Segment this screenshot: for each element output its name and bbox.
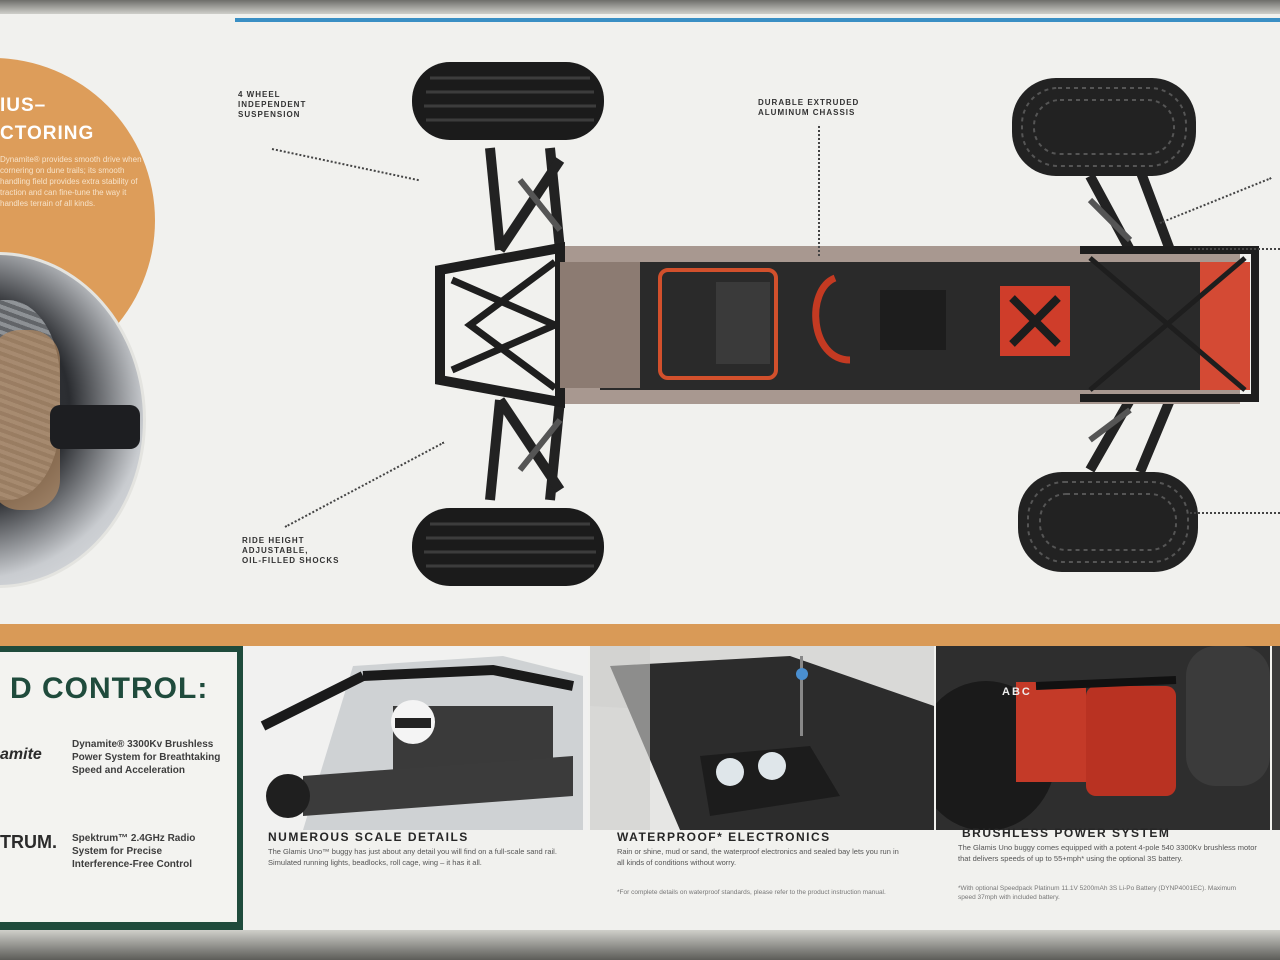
differential-axle	[50, 405, 140, 449]
top-blue-rule	[235, 18, 1280, 22]
feature-radio-system: Spektrum™ 2.4GHz Radio System for Precis…	[72, 833, 196, 870]
motor-label: ABC	[1002, 686, 1032, 698]
callout-suspension: 4 WHEEL INDEPENDENT SUSPENSION	[238, 90, 307, 119]
motor-photo: ABC	[936, 646, 1270, 830]
receiver-box	[716, 282, 770, 364]
caption-waterproof-note: *For complete details on waterproof stan…	[617, 889, 886, 896]
rear-right-tire	[1018, 472, 1198, 572]
caption-scale-title: NUMEROUS SCALE DETAILS	[268, 830, 469, 844]
front-bumper	[435, 242, 565, 408]
caption-brushless-note: *With optional Speedpack Platinum 11.1V …	[958, 885, 1237, 901]
orange-divider-band	[0, 624, 1280, 646]
caption-waterproof-title: WATERPROOF* ELECTRONICS	[617, 830, 831, 844]
badge-body: Dynamite® provides smooth drive when cor…	[0, 155, 142, 208]
battery-tray	[658, 268, 778, 380]
badge-title: IUS– CTORING	[0, 95, 95, 144]
front-right-tire	[412, 508, 604, 586]
motor-wires	[812, 274, 851, 364]
control-feature-inner: D CONTROL: amite Dynamite® 3300Kv Brushl…	[0, 652, 237, 922]
callout-right-leader-2	[1190, 248, 1280, 250]
control-title: D CONTROL:	[10, 672, 209, 705]
caption-brushless-body: The Glamis Uno buggy comes equipped with…	[958, 843, 1257, 863]
electronics-photo	[590, 646, 934, 830]
rear-cage	[1080, 246, 1259, 402]
callout-chassis: DURABLE EXTRUDED ALUMINUM CHASSIS	[758, 98, 860, 117]
callout-right-leader-3	[1190, 512, 1280, 514]
caption-scale-body: The Glamis Uno™ buggy has just about any…	[268, 847, 557, 867]
rear-left-tire	[1012, 78, 1196, 176]
rear-gearbox	[1200, 262, 1250, 390]
shock-absorbers	[517, 178, 1133, 472]
front-suspension	[485, 147, 565, 501]
front-left-tire	[412, 62, 604, 140]
photo-edge-strip	[1272, 646, 1280, 830]
scale-details-photo	[243, 646, 588, 830]
spektrum-logo: TRUM.	[0, 832, 57, 852]
esc	[880, 290, 946, 350]
callout-chassis-leader	[818, 126, 820, 256]
control-feature-panel: D CONTROL: amite Dynamite® 3300Kv Brushl…	[0, 646, 243, 930]
top-edge-shadow	[0, 0, 1280, 14]
buggy-chassis-photo	[412, 62, 1259, 586]
bottom-edge-shadow	[0, 930, 1280, 960]
caption-waterproof-body: Rain or shine, mud or sand, the waterpro…	[617, 847, 899, 867]
front-skid-plate	[560, 262, 640, 388]
dynamite-logo: amite	[0, 746, 42, 763]
caption-brushless-title: BRUSHLESS POWER SYSTEM	[962, 826, 1171, 840]
feature-power-system: Dynamite® 3300Kv Brushless Power System …	[72, 739, 221, 776]
callout-shocks: RIDE HEIGHT ADJUSTABLE, OIL-FILLED SHOCK…	[242, 536, 340, 565]
